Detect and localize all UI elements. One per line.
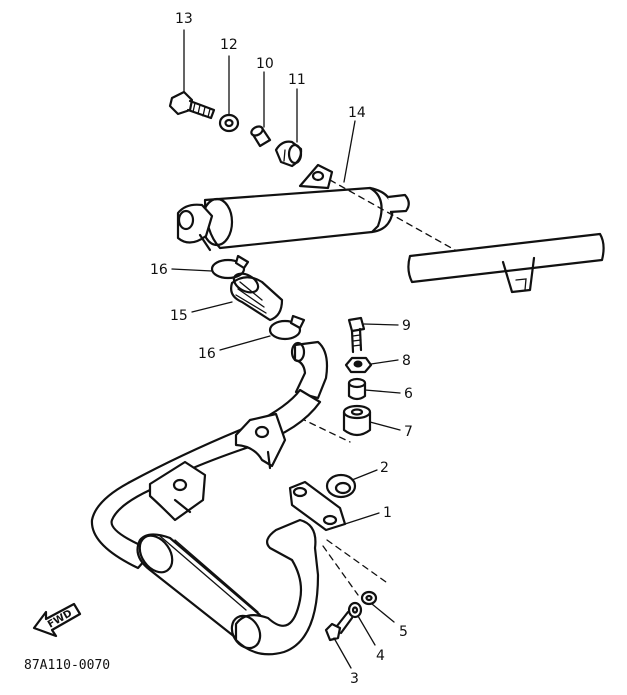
bolt-9 [347,316,366,354]
callout-12: 12 [220,37,238,53]
callout-8: 8 [402,353,411,369]
callout-11: 11 [288,72,306,88]
grommet-11 [274,140,303,168]
callout-1: 1 [383,505,392,521]
clamp-16-lower [268,314,306,341]
fwd-arrow-icon: FWD [32,602,82,638]
muffler-14 [176,163,410,252]
flange-dash-line [322,539,387,596]
callout-10: 10 [256,56,274,72]
nut-8 [344,356,373,374]
damper-7 [342,404,372,437]
gasket-2 [325,473,357,499]
bolt-3 [324,610,354,642]
callout-3: 3 [350,671,359,687]
callout-15: 15 [170,308,188,324]
leader-lines [171,29,401,669]
exhaust-pipe [90,340,347,656]
callout-14: 14 [348,105,366,121]
callout-16-lower: 16 [198,346,216,362]
callout-5: 5 [399,624,408,640]
callout-6: 6 [404,386,413,402]
frame-rail [407,232,605,294]
bolt-13 [168,90,216,120]
callout-9: 9 [402,318,411,334]
joint-15 [230,272,284,322]
collar-6 [347,377,367,401]
drawing-code: 87A110-0070 [24,658,110,673]
callout-7: 7 [404,424,413,440]
washer-4 [347,601,363,619]
clamp-16-upper [210,254,250,280]
washer-5 [360,590,378,606]
callout-16-upper: 16 [150,262,168,278]
mount-dash-line-2 [299,417,351,443]
callout-4: 4 [376,648,385,664]
callout-2: 2 [380,460,389,476]
washer-12 [218,113,240,133]
mount-dash-line-1 [329,179,456,251]
collar-10 [250,125,272,148]
callout-13: 13 [175,11,193,27]
